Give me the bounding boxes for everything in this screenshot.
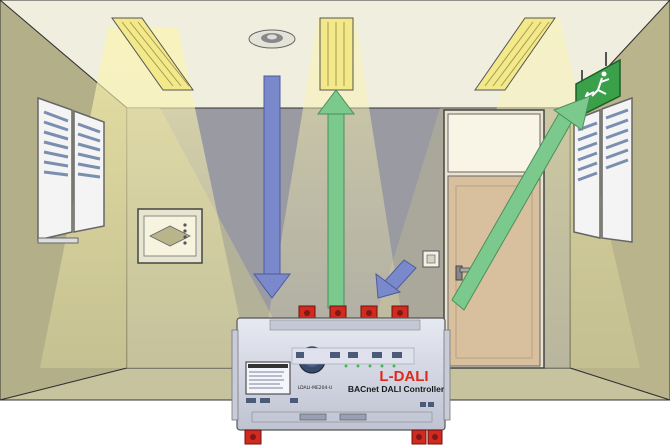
controller-display (245, 361, 291, 395)
arrow-to-exit-sign (451, 95, 591, 311)
dali-controller: LDALI-ME204-U L-DALI BACnet DALI Control… (231, 305, 451, 445)
controller-brand: L-DALI (379, 368, 428, 385)
luminaire-center (319, 17, 354, 91)
arrow-from-switch (375, 259, 417, 299)
luminaire-left (111, 17, 194, 91)
controller-subtitle: BACnet DALI Controller (348, 384, 445, 394)
light-cone-left (40, 28, 250, 368)
controller-model: LDALI-ME204-U (298, 385, 333, 391)
arrow-from-sensor (253, 75, 291, 299)
wall-control-panel (137, 208, 203, 264)
right-window (573, 96, 633, 243)
ceiling-sensor-icon (248, 29, 296, 49)
left-window (37, 96, 105, 244)
bottom-terminals (244, 429, 443, 445)
wall-switch-icon (422, 250, 440, 268)
luminaire-right (474, 17, 556, 91)
